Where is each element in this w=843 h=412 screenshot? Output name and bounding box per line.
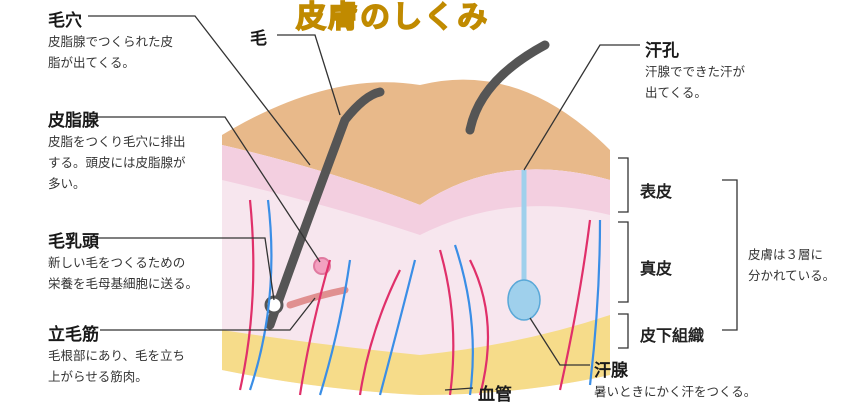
- sebaceous-gland: [313, 257, 331, 275]
- sebaceous-term: 皮脂腺: [48, 111, 99, 131]
- subcutis-term: 皮下組織: [640, 326, 705, 345]
- erector-muscle: [286, 286, 349, 309]
- papilla-term: 毛乳頭: [48, 232, 99, 252]
- sweat-gland: [507, 279, 541, 321]
- subcutis-left: [222, 330, 420, 395]
- papilla-desc: 新しい毛をつくるための 栄養を毛母基細胞に送る。: [48, 255, 199, 291]
- sweat-gland-label: 汗腺 暑いときにかく汗をつくる。: [594, 356, 756, 402]
- hair-shaft: [265, 87, 385, 330]
- arteries: [238, 199, 592, 396]
- sweat-pore-label: 汗孔 汗腺でできた汗が 出てくる。: [645, 36, 745, 103]
- sweat-pore-term: 汗孔: [645, 41, 679, 61]
- sweat-gland-desc: 暑いときにかく汗をつくる。: [594, 384, 757, 399]
- sebaceous-desc: 皮脂をつくり毛穴に排出 する。頭皮には皮脂腺が 多い。: [48, 134, 186, 191]
- pore-label: 毛穴 皮脂腺でつくられた皮 脂が出てくる。: [48, 6, 173, 73]
- pore-term: 毛穴: [48, 11, 82, 31]
- veins: [248, 199, 602, 396]
- sebaceous-label: 皮脂腺 皮脂をつくり毛穴に排出 する。頭皮には皮脂腺が 多い。: [48, 106, 186, 194]
- papilla-label: 毛乳頭 新しい毛をつくるための 栄養を毛母基細胞に送る。: [48, 227, 198, 294]
- layers-note: 皮膚は３層に 分かれている。: [748, 247, 836, 283]
- erector-desc: 毛根部にあり、毛を立ち 上がらせる筋肉。: [48, 348, 186, 384]
- erector-term: 立毛筋: [48, 325, 99, 345]
- skin-surface: [222, 79, 610, 205]
- leader-lines: [88, 15, 640, 391]
- epidermis-term: 表皮: [640, 182, 673, 201]
- pore-desc: 皮脂腺でつくられた皮 脂が出てくる。: [48, 34, 174, 70]
- erector-label: 立毛筋 毛根部にあり、毛を立ち 上がらせる筋肉。: [48, 320, 185, 387]
- layer-brackets: [618, 157, 738, 349]
- hair-shaft-2: [465, 40, 550, 135]
- sweat-gland-term: 汗腺: [594, 361, 628, 381]
- epidermis-right: [420, 169, 610, 235]
- page-title: 皮膚のしくみ: [295, 0, 490, 36]
- vessel-term: 血管: [478, 385, 512, 405]
- dermis-term: 真皮: [640, 259, 673, 278]
- hair-term: 毛: [250, 29, 267, 49]
- sweat-pore-desc: 汗腺でできた汗が 出てくる。: [645, 64, 746, 100]
